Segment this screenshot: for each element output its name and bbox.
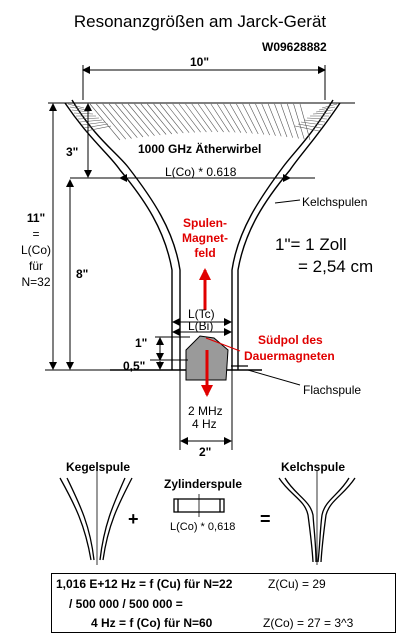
depth-11-fuer: für bbox=[28, 259, 43, 273]
aether-vortex bbox=[67, 103, 338, 141]
vortex-hatch-line bbox=[108, 103, 138, 138]
vortex-hatch-line bbox=[134, 103, 161, 136]
depth-11-n: N=32 bbox=[21, 275, 51, 289]
vortex-edge-line bbox=[79, 119, 103, 123]
vortex-hatch-line bbox=[255, 103, 270, 136]
vortex-hatch-line bbox=[210, 103, 230, 133]
formula-line1: 1,016 E+12 Hz = f (Cu) für N=22 bbox=[56, 577, 233, 591]
depth-11-eq: = bbox=[32, 227, 40, 241]
vortex-hatch-line bbox=[248, 103, 265, 135]
vortex-hatch-line bbox=[280, 103, 293, 138]
vortex-hatch-line bbox=[293, 103, 305, 140]
vortex-edge-line bbox=[300, 121, 324, 126]
vortex-hatch-line bbox=[299, 103, 311, 141]
vortex-hatch-line bbox=[217, 103, 236, 133]
vortex-hatch-line bbox=[96, 103, 127, 140]
vortex-hatch-line bbox=[102, 103, 132, 139]
vortex-edge-line bbox=[294, 125, 320, 132]
vortex-hatch-line bbox=[115, 103, 144, 138]
vortex-hatch-line bbox=[236, 103, 253, 134]
freq-mhz-label: 2 MHz bbox=[188, 404, 223, 418]
vortex-hatch-line bbox=[197, 103, 219, 133]
depth-3-label: 3" bbox=[66, 145, 79, 159]
depth-11-lco: L(Co) bbox=[20, 243, 51, 257]
kelchspule-figure bbox=[278, 470, 356, 565]
vortex-hatch-line bbox=[140, 103, 167, 135]
vortex-hatch-line bbox=[166, 103, 190, 133]
vortex-hatch-line bbox=[127, 103, 155, 136]
vortex-hatch-line bbox=[223, 103, 242, 133]
vortex-hatch-line bbox=[204, 103, 224, 133]
kegelspule-figure bbox=[59, 470, 133, 565]
vortex-hatch-line bbox=[267, 103, 282, 137]
depth-05-label: 0,5" bbox=[123, 359, 146, 373]
vortex-edge-line bbox=[71, 109, 91, 113]
inch-definition-line2: = 2,54 cm bbox=[298, 257, 374, 276]
vortex-hatch-line bbox=[153, 103, 178, 134]
vortex-edge-line bbox=[312, 112, 332, 115]
aether-label: 1000 GHz Ätherwirbel bbox=[138, 142, 262, 156]
suedpol-line1: Südpol des bbox=[258, 333, 323, 347]
vortex-edge-line bbox=[318, 106, 336, 111]
kelchspule-label: Kelchspule bbox=[281, 460, 346, 474]
equals-sign: = bbox=[260, 509, 271, 529]
vortex-hatch-line bbox=[191, 103, 213, 133]
vortex-edge-line bbox=[306, 117, 328, 120]
vortex-edge-line bbox=[321, 103, 338, 109]
lbi-label: L(Bi) bbox=[188, 319, 214, 333]
kegelspule-label: Kegelspule bbox=[66, 460, 131, 474]
vortex-edge-line bbox=[67, 103, 85, 109]
suedpol-label: Südpol des Dauermagneten bbox=[244, 332, 335, 364]
depth-1-label: 1" bbox=[135, 336, 148, 350]
document-code: W09628882 bbox=[262, 40, 327, 54]
vortex-edge-line bbox=[81, 121, 106, 126]
formula-zcu: Z(Cu) = 29 bbox=[268, 577, 326, 591]
kelchspulen-label: Kelchspulen bbox=[302, 195, 368, 209]
vortex-hatch-line bbox=[242, 103, 259, 135]
cylinder-lco-label: L(Co) * 0,618 bbox=[170, 521, 236, 533]
vortex-hatch-line bbox=[121, 103, 150, 137]
bottom-width-label: 2" bbox=[199, 445, 212, 459]
vortex-edge-line bbox=[297, 123, 322, 129]
vortex-hatch-line bbox=[185, 103, 207, 133]
formula-line2: / 500 000 / 500 000 = bbox=[69, 597, 183, 611]
depth-11-label: 11" = L(Co) für N=32 bbox=[20, 210, 52, 290]
vortex-hatch-line bbox=[261, 103, 276, 136]
zylinderspule-label: Zylinderspule bbox=[164, 477, 243, 491]
lco-0618-label: L(Co) * 0.618 bbox=[165, 165, 237, 179]
page-title: Resonanzgrößen am Jarck-Gerät bbox=[73, 12, 327, 31]
flachspule-label: Flachspule bbox=[303, 383, 362, 397]
inch-definition-line1: 1"= 1 Zoll bbox=[275, 235, 347, 254]
plus-sign: + bbox=[128, 509, 139, 529]
coil-field-label: Spulen- Magnet- feld bbox=[172, 216, 238, 261]
vortex-edge-line bbox=[303, 119, 326, 123]
vortex-hatch-line bbox=[274, 103, 288, 138]
depth-11-value: 11" bbox=[26, 211, 46, 225]
ltc-label: L(Tc) bbox=[188, 307, 215, 321]
coil-field-line3: feld bbox=[194, 246, 216, 260]
vortex-edge-line bbox=[73, 112, 94, 115]
coil-field-line1: Spulen- bbox=[183, 216, 227, 230]
vortex-hatch-line bbox=[147, 103, 173, 135]
vortex-edge-line bbox=[315, 109, 334, 113]
depth-8-label: 8" bbox=[76, 267, 89, 281]
formula-box bbox=[51, 573, 396, 633]
formula-line3: 4 Hz = f (Co) für N=60 bbox=[91, 616, 213, 630]
formula-zco: Z(Co) = 27 = 3^3 bbox=[263, 616, 354, 630]
coil-field-line2: Magnet- bbox=[182, 231, 228, 245]
vortex-hatch-line bbox=[172, 103, 196, 133]
freq-hz-label: 4 Hz bbox=[192, 417, 217, 431]
suedpol-line2: Dauermagneten bbox=[244, 349, 335, 363]
zylinderspule-figure bbox=[173, 494, 225, 517]
vortex-hatch-line bbox=[229, 103, 247, 134]
vortex-hatch-line bbox=[159, 103, 184, 134]
vortex-hatch-line bbox=[287, 103, 299, 139]
top-width-label: 10" bbox=[190, 55, 210, 69]
vortex-hatch-line bbox=[178, 103, 201, 133]
